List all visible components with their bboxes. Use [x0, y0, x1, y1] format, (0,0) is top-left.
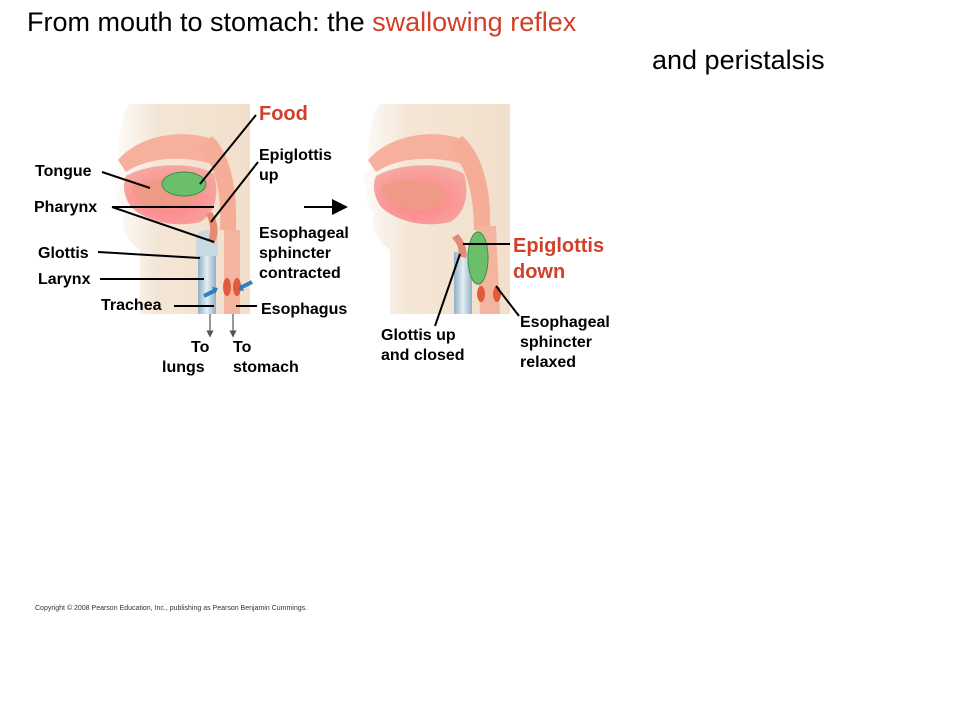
label-to-stomach-2: stomach	[233, 359, 299, 376]
left-labels: Food Tongue Pharynx Epiglottis up Glotti…	[34, 103, 349, 376]
label-esophageal-relaxed-2: sphincter	[520, 334, 592, 351]
title-highlight: swallowing reflex	[372, 7, 577, 37]
label-epiglottis-up-2: up	[259, 167, 279, 184]
label-esophageal-relaxed-1: Esophageal	[520, 314, 610, 331]
label-esophageal-sphincter-2: sphincter	[259, 245, 331, 262]
label-epiglottis-up-1: Epiglottis	[259, 147, 332, 164]
label-epiglottis-down-1: Epiglottis	[513, 235, 604, 257]
label-tongue: Tongue	[35, 163, 92, 180]
label-glottis: Glottis	[38, 245, 89, 262]
label-larynx: Larynx	[38, 271, 91, 288]
title-prefix: From mouth to stomach: the	[27, 7, 373, 37]
label-food: Food	[259, 103, 308, 125]
right-head-illustration	[350, 104, 510, 314]
label-esophagus: Esophagus	[261, 301, 347, 318]
label-glottis-up-2: and closed	[381, 347, 465, 364]
slide-title-line2: and peristalsis	[652, 45, 825, 75]
label-pharynx: Pharynx	[34, 199, 97, 216]
right-labels: Epiglottis down Glottis up and closed Es…	[381, 235, 610, 371]
label-glottis-up-1: Glottis up	[381, 327, 456, 344]
label-esophageal-relaxed-3: relaxed	[520, 354, 576, 371]
copyright-notice: Copyright © 2008 Pearson Education, Inc.…	[35, 605, 308, 612]
right-leader-lines	[434, 243, 520, 327]
label-esophageal-sphincter-1: Esophageal	[259, 225, 349, 242]
slide-title: From mouth to stomach: the swallowing re…	[27, 6, 576, 38]
label-to-lungs-2: lungs	[162, 359, 205, 376]
left-leader-lines	[97, 114, 259, 307]
label-epiglottis-down-2: down	[513, 261, 565, 283]
label-to-lungs-1: To	[191, 339, 210, 356]
label-trachea: Trachea	[101, 297, 162, 314]
label-esophageal-sphincter-3: contracted	[259, 265, 341, 282]
label-to-stomach-1: To	[233, 339, 252, 356]
